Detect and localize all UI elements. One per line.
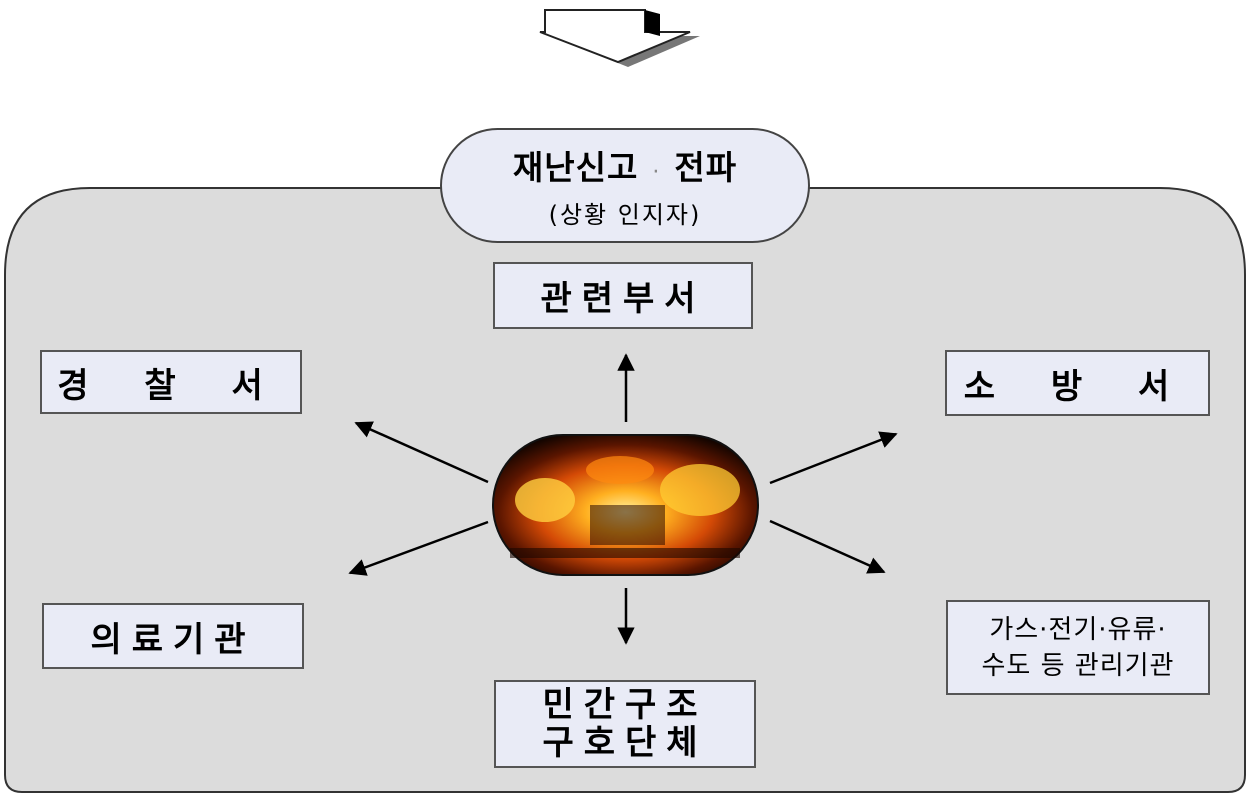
report-propagation-box: 재난신고·전파 (상황 인지자) [440,128,810,243]
utilities-agency-box: 가스·전기·유류· 수도 등 관리기관 [946,600,1210,695]
utilities-line2: 수도 등 관리기관 [981,650,1175,681]
arrow-to-police [354,421,489,484]
fire-station-box: 소 방 서 [945,350,1210,416]
rescue-line1: 민간구조 [542,685,708,725]
arrow-to-utilities [769,519,886,574]
utilities-line1: 가스·전기·유류· [989,614,1167,645]
down-arrow-icon [539,9,700,67]
report-title: 재난신고·전파 [512,148,738,187]
rescue-line2: 구호단체 [542,723,708,763]
fire-image [492,434,759,576]
police-station-box: 경 찰 서 [40,350,302,414]
medical-institution-box: 의료기관 [42,603,304,669]
private-rescue-box: 민간구조 구호단체 [494,680,756,768]
arrow-to-medical [348,520,489,576]
related-department-box: 관련부서 [493,262,753,329]
arrow-to-fire [769,431,898,485]
report-subtitle: (상황 인지자) [548,201,702,229]
